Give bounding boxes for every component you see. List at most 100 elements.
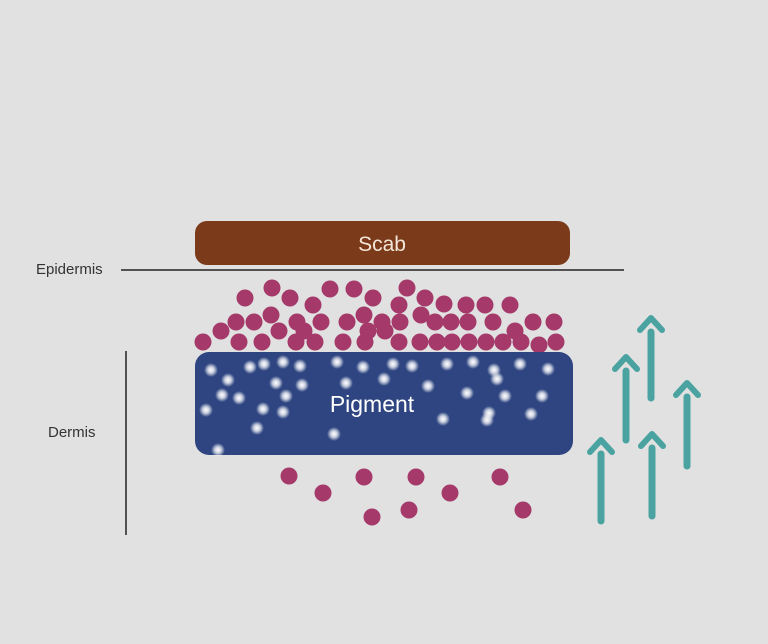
pigment-particle: [355, 468, 373, 486]
pigment-particle: [355, 306, 373, 324]
pigment-particle: [491, 468, 509, 486]
sparkle-dot: [256, 402, 270, 416]
pigment-particle: [547, 333, 565, 351]
pigment-particles-upper: [194, 279, 565, 354]
pigment-particle: [484, 313, 502, 331]
sparkle-dot: [513, 357, 527, 371]
sparkle-dot: [257, 357, 271, 371]
pigment-particle: [314, 484, 332, 502]
sparkle-dot: [480, 413, 494, 427]
sparkle-dot: [405, 359, 419, 373]
pigment-particle: [390, 333, 408, 351]
sparkle-dot: [276, 355, 290, 369]
sparkle-dot: [440, 357, 454, 371]
sparkle-dot: [356, 360, 370, 374]
pigment-particle: [287, 333, 305, 351]
pigment-particle: [363, 508, 381, 526]
sparkle-dot: [377, 372, 391, 386]
pigment-particle: [476, 296, 494, 314]
scab-label: Scab: [358, 233, 406, 256]
pigment-particle: [280, 467, 298, 485]
pigment-particle: [477, 333, 495, 351]
sparkle-dot: [221, 373, 235, 387]
sparkle-dot: [279, 389, 293, 403]
pigment-particle: [441, 484, 459, 502]
sparkle-dot: [199, 403, 213, 417]
sparkle-dot: [276, 405, 290, 419]
sparkle-dot: [524, 407, 538, 421]
pigment-particle: [281, 289, 299, 307]
arrow-up-icon: [637, 315, 665, 402]
sparkle-dot: [327, 427, 341, 441]
scab-layer: Scab: [195, 221, 570, 265]
pigment-particle: [338, 313, 356, 331]
pigment-particle: [376, 322, 394, 340]
pigment-particle: [460, 333, 478, 351]
arrow-up-icon: [612, 354, 640, 444]
pigment-particle: [236, 289, 254, 307]
pigment-particle: [428, 333, 446, 351]
pigment-particle: [443, 333, 461, 351]
pigment-particle: [501, 296, 519, 314]
pigment-particle: [304, 296, 322, 314]
dermis-label: Dermis: [48, 424, 96, 441]
pigment-layer: Pigment: [195, 352, 573, 457]
pigment-particle: [459, 313, 477, 331]
pigment-particle: [435, 295, 453, 313]
pigment-particle: [494, 333, 512, 351]
pigment-particle: [407, 468, 425, 486]
sparkle-dot: [250, 421, 264, 435]
sparkle-dot: [436, 412, 450, 426]
pigment-particle: [524, 313, 542, 331]
sparkle-dot: [460, 386, 474, 400]
sparkle-dot: [215, 388, 229, 402]
pigment-particle: [263, 279, 281, 297]
pigment-particle: [391, 313, 409, 331]
pigment-particle: [514, 501, 532, 519]
sparkle-dot: [421, 379, 435, 393]
pigment-particle: [270, 322, 288, 340]
pigment-particle: [390, 296, 408, 314]
sparkle-dot: [386, 357, 400, 371]
sparkle-dot: [295, 378, 309, 392]
pigment-particle: [230, 333, 248, 351]
upward-arrows: [587, 315, 701, 525]
pigment-particle: [262, 306, 280, 324]
sparkle-dot: [541, 362, 555, 376]
pigment-particle: [194, 333, 212, 351]
pigment-particle: [512, 333, 530, 351]
epidermis-label: Epidermis: [36, 261, 103, 278]
sparkle-dot: [535, 389, 549, 403]
pigment-particle: [398, 279, 416, 297]
pigment-particle: [356, 333, 374, 351]
sparkle-dot: [466, 355, 480, 369]
sparkle-dot: [490, 372, 504, 386]
arrow-up-icon: [638, 431, 666, 520]
sparkle-dot: [293, 359, 307, 373]
pigment-particle: [416, 289, 434, 307]
sparkle-dot: [498, 389, 512, 403]
pigment-particle: [227, 313, 245, 331]
sparkle-dot: [269, 376, 283, 390]
pigment-particle: [306, 333, 324, 351]
pigment-particle: [321, 280, 339, 298]
pigment-particle: [545, 313, 563, 331]
sparkle-dot: [204, 363, 218, 377]
pigment-particle: [212, 322, 230, 340]
sparkle-dot: [330, 355, 344, 369]
pigment-particle: [412, 306, 430, 324]
pigment-particle: [253, 333, 271, 351]
pigment-particle: [426, 313, 444, 331]
pigment-particle: [400, 501, 418, 519]
arrow-up-icon: [587, 437, 615, 525]
pigment-particle: [312, 313, 330, 331]
pigment-particles-lower: [280, 467, 532, 526]
sparkle-dot: [339, 376, 353, 390]
pigment-sparkles: [199, 355, 555, 457]
sparkle-dot: [232, 391, 246, 405]
pigment-particle: [530, 336, 548, 354]
pigment-particle: [245, 313, 263, 331]
pigment-bar: [195, 352, 573, 455]
sparkle-dot: [211, 443, 225, 457]
